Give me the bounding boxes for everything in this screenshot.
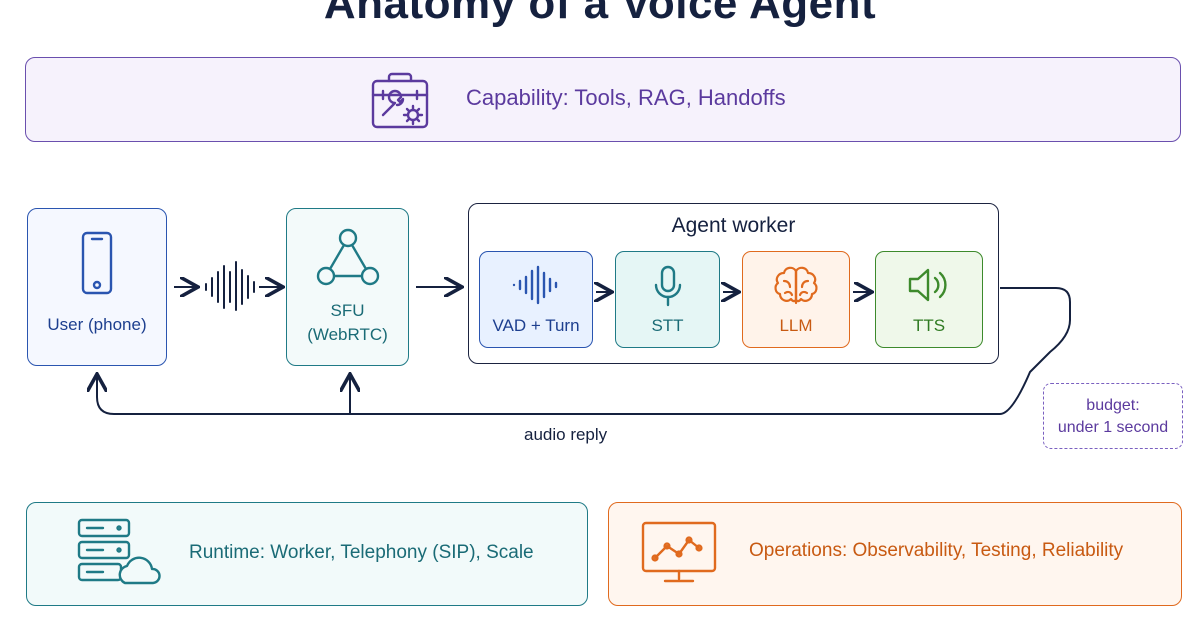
runtime-bar: Runtime: Worker, Telephony (SIP), Scale	[26, 502, 588, 606]
sfu-card: SFU (WebRTC)	[286, 208, 409, 366]
stage-label: LLM	[779, 316, 813, 335]
speaker-icon	[876, 265, 982, 310]
sfu-label-line1: SFU	[330, 301, 365, 320]
waveform-icon	[480, 265, 592, 310]
stage-label: STT	[651, 316, 684, 335]
budget-line2: under 1 second	[1057, 419, 1169, 436]
toolbox-icon	[369, 71, 431, 136]
monitor-chart-icon	[639, 520, 719, 591]
stage-tts: TTS	[875, 251, 983, 348]
network-triangle-icon	[287, 227, 408, 292]
operations-label: Operations: Observability, Testing, Reli…	[749, 540, 1124, 561]
stage-label: VAD + Turn	[492, 316, 580, 335]
budget-line1: budget:	[1086, 397, 1140, 414]
diagram-title: Anatomy of a Voice Agent	[323, 0, 877, 28]
waveform-icon	[205, 261, 255, 311]
brain-icon	[743, 265, 849, 314]
budget-note: budget: under 1 second	[1043, 383, 1183, 449]
stage-stt: STT	[615, 251, 720, 348]
agent-worker-title: Agent worker	[671, 214, 796, 237]
operations-bar: Operations: Observability, Testing, Reli…	[608, 502, 1182, 606]
stage-vad-turn: VAD + Turn	[479, 251, 593, 348]
user-label: User (phone)	[47, 315, 147, 334]
capability-label: Capability: Tools, RAG, Handoffs	[466, 85, 786, 110]
sfu-label-line2: (WebRTC)	[307, 325, 388, 344]
stage-llm: LLM	[742, 251, 850, 348]
phone-icon	[28, 231, 166, 302]
microphone-icon	[616, 265, 719, 312]
stage-label: TTS	[912, 316, 946, 335]
capability-bar: Capability: Tools, RAG, Handoffs	[25, 57, 1181, 142]
user-card: User (phone)	[27, 208, 167, 366]
audio-reply-label: audio reply	[524, 425, 608, 444]
runtime-label: Runtime: Worker, Telephony (SIP), Scale	[189, 542, 534, 563]
server-cloud-icon	[75, 517, 165, 594]
